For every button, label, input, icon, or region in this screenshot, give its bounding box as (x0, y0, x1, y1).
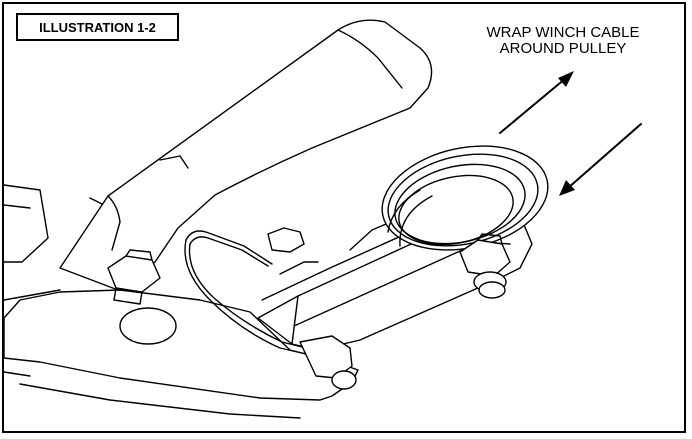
callout-text: WRAP WINCH CABLE AROUND PULLEY (450, 25, 676, 57)
callout-line-1: WRAP WINCH CABLE (486, 24, 640, 41)
pulley-wheel (381, 145, 549, 251)
pulley-bolt (459, 233, 511, 299)
bottom-nut (107, 249, 161, 305)
safety-pin (184, 227, 357, 390)
callout-line-2: AROUND PULLEY (499, 40, 627, 57)
flat-bar (3, 289, 359, 419)
left-bracket (3, 184, 49, 263)
arrow-toward-icon (559, 123, 642, 196)
arrow-away-icon (499, 71, 574, 134)
illustration-label: ILLUSTRATION 1-2 (16, 13, 179, 41)
handle-arm (59, 19, 433, 291)
